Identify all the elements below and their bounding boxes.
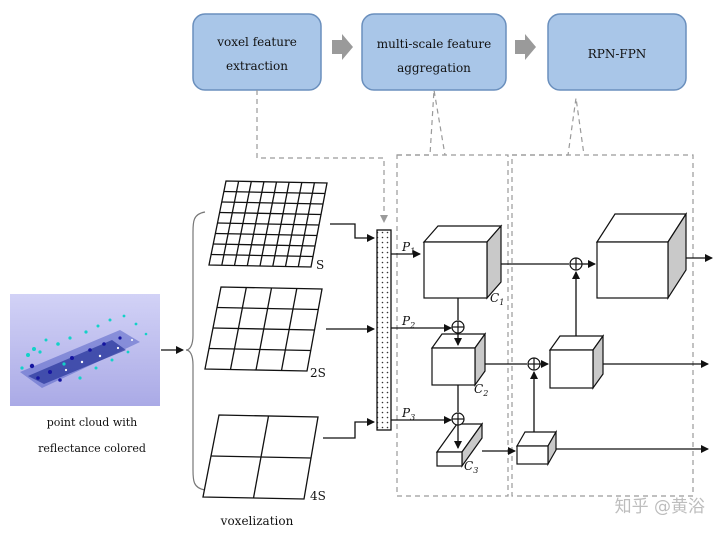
watermark: 知乎 @黄浴 [615,497,705,517]
stage-arrow-2 [515,34,536,60]
sum-node-icon [451,320,465,334]
stage-label: RPN-FPN [588,47,647,61]
svg-text:reflectance colored: reflectance colored [38,442,146,455]
stage-label-line-2: aggregation [397,61,471,75]
stage-label-line-1: voxel feature [216,35,297,49]
sum-node-icon [451,412,465,426]
c3-label: C3 [464,459,478,475]
grid-scale-label: S [316,258,324,272]
cube-fpn-1 [595,211,688,301]
p2-label: P2 [401,314,415,330]
stage-voxel-feature-extraction: voxel feature extraction [192,13,322,91]
c1-label: C1 [490,291,504,307]
dashed-callouts [256,89,694,497]
point-cloud-caption: point cloud with reflectance colored [38,416,146,455]
stage-label-line-1: multi-scale feature [377,37,492,51]
svg-text:point cloud with: point cloud with [47,416,138,429]
voxel-grid-4s [202,414,319,500]
grid-connectors [323,223,375,439]
sum-node-icon [569,257,583,271]
cube-c1 [422,224,503,300]
voxel-grid-2s [204,286,323,372]
cube-fpn-2 [548,334,605,390]
grid-scale-label: 4S [310,489,326,503]
cube-c3 [435,422,484,468]
voxelization-label: voxelization [220,514,294,528]
p1-label: P1 [401,240,415,256]
voxel-grid-s [208,180,328,268]
point-cloud-image [10,294,160,406]
stage-arrow-1 [332,34,353,60]
stage-rpn-fpn: RPN-FPN [547,13,687,91]
voxel-feature-bar [376,229,392,431]
p-arrows [391,250,452,424]
cube-fpn-3 [515,429,558,467]
p3-label: P3 [401,406,415,422]
grid-scale-label: 2S [310,366,326,380]
voxelization-brace [185,211,206,491]
sum-node-icon [527,357,541,371]
stage-multi-scale-feature-aggregation: multi-scale feature aggregation [361,13,507,91]
flow-arrows [454,254,713,455]
c2-label: C2 [474,382,488,398]
stage-label-line-2: extraction [226,59,288,73]
